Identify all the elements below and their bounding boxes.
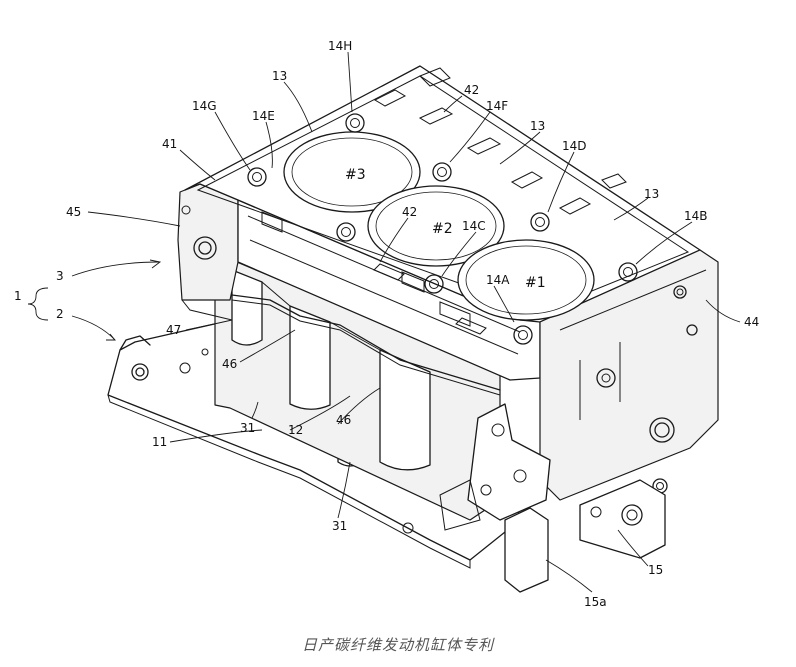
label-14D: 14D: [562, 139, 587, 153]
label-14B: 14B: [684, 209, 708, 223]
bore-label-2: #2: [432, 221, 453, 237]
label-46-left: 46: [222, 357, 237, 371]
label-12: 12: [288, 423, 303, 437]
label-41: 41: [162, 137, 177, 151]
leader-lines: [27, 51, 741, 593]
label-15: 15: [648, 563, 663, 577]
label-44: 44: [744, 315, 759, 329]
label-31-left: 31: [240, 421, 255, 435]
label-13-top: 13: [272, 69, 287, 83]
label-14E: 14E: [252, 109, 275, 123]
label-42-front: 42: [402, 205, 417, 219]
figure-caption: 日产碳纤维发动机缸体专利: [301, 636, 494, 654]
label-31-right: 31: [332, 519, 347, 533]
label-14A: 14A: [486, 273, 510, 287]
label-47: 47: [166, 323, 181, 337]
bore-label-3: #3: [345, 167, 366, 183]
label-1: 1: [14, 289, 22, 303]
label-2: 2: [56, 307, 64, 321]
deck-water-jacket-slots: [373, 67, 627, 335]
cylinder-bore-3: [283, 131, 421, 213]
label-45: 45: [66, 205, 81, 219]
label-14H: 14H: [328, 39, 352, 53]
label-11: 11: [152, 435, 167, 449]
label-14G: 14G: [192, 99, 217, 113]
label-3: 3: [56, 269, 64, 283]
label-15a: 15a: [584, 595, 607, 609]
label-42-rear: 42: [464, 83, 479, 97]
cylinder-bore-1: [457, 239, 595, 321]
head-bolt-holes: [247, 113, 638, 345]
label-14C: 14C: [462, 219, 486, 233]
reference-numerals: 14H 13 42 14G 14E 14F 13 41 14D 13 45 42…: [14, 39, 759, 609]
label-46-right: 46: [336, 413, 351, 427]
cylinder-bore-2: [367, 185, 505, 267]
bore-label-1: #1: [525, 275, 546, 291]
label-14F: 14F: [486, 99, 508, 113]
label-13-right: 13: [644, 187, 659, 201]
label-13-mid: 13: [530, 119, 545, 133]
engine-block-patent-drawing: #3 #2 #1: [14, 39, 759, 609]
